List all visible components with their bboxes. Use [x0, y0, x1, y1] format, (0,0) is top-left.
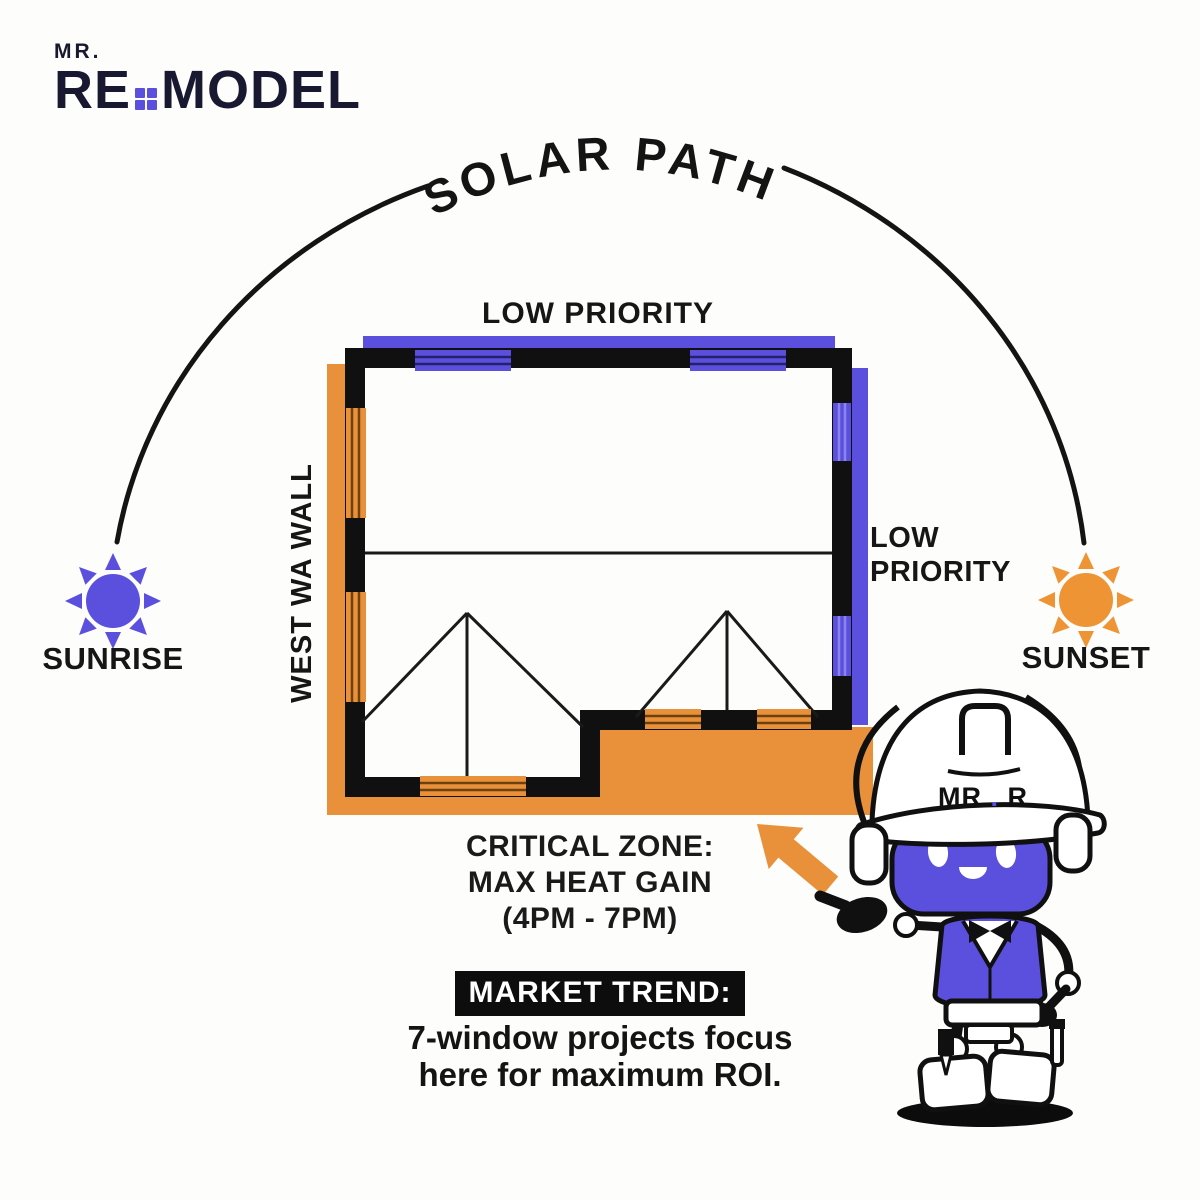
market-trend-badge: MARKET TREND: — [454, 971, 746, 1016]
hat-label-r: R — [1008, 782, 1029, 812]
drill-tool-icon — [938, 1029, 954, 1076]
critical-zone-line2: MAX HEAT GAIN — [467, 866, 713, 899]
mascot-boot-right — [985, 1048, 1057, 1108]
brand-name-right: MODEL — [161, 60, 362, 120]
market-trend-callout: MARKET TREND: 7-window projects focus he… — [300, 971, 900, 1093]
hat-label-dot: . — [990, 782, 999, 812]
north-window-1 — [415, 350, 511, 371]
floor-plan-walls — [345, 348, 852, 797]
hard-hat-vent — [959, 703, 1011, 755]
headphone-band-left — [853, 704, 900, 829]
brand-name-left: RE — [54, 60, 132, 120]
market-trend-body-line2: here for maximum ROI. — [418, 1056, 782, 1093]
west-window-2 — [346, 592, 366, 702]
screwdriver-tool-icon — [1049, 1019, 1065, 1067]
south-window-right-1 — [645, 709, 701, 729]
page-title: SOLAR PATH — [415, 126, 780, 225]
mascot-smile — [959, 867, 987, 879]
mascot-belt-pouch — [964, 1023, 1014, 1044]
critical-zone-line3: (4PM - 7PM) — [502, 902, 678, 935]
east-glazing-strip — [852, 368, 868, 725]
label-east-priority-line1: LOW — [870, 522, 940, 554]
mascot-robot: MR . R — [814, 688, 1107, 1127]
market-trend-body-line1: 7-window projects focus — [407, 1019, 793, 1056]
logo-window-icon — [135, 88, 158, 111]
label-east-priority: LOW PRIORITY — [870, 521, 1011, 589]
south-window-left — [420, 776, 526, 796]
mascot-fist-left — [836, 896, 888, 934]
label-north-priority: LOW PRIORITY — [482, 297, 714, 330]
label-sunset: SUNSET — [1021, 640, 1151, 675]
earmuff-left — [849, 822, 889, 886]
mascot-hard-hat — [869, 688, 1091, 824]
gable-symbol-left — [360, 611, 585, 777]
brand-prefix: MR. — [54, 40, 102, 63]
east-window-1 — [833, 403, 851, 461]
hat-label-mr: MR — [938, 782, 982, 812]
critical-zone-arrow-icon — [757, 824, 839, 895]
sunset-sun-icon — [1038, 552, 1134, 648]
mascot-bowtie-icon — [969, 920, 1011, 943]
gable-symbol-right — [634, 610, 820, 718]
south-window-right-2 — [757, 709, 811, 729]
brand-name: RE MODEL — [54, 60, 362, 120]
mascot-boot-left — [917, 1053, 991, 1113]
brand-logo: MR. RE MODEL — [54, 40, 362, 120]
north-window-2 — [690, 350, 786, 371]
hard-hat-ridge — [947, 767, 1021, 777]
east-window-2 — [833, 616, 851, 676]
hat-label: MR . R — [938, 782, 1028, 812]
mascot-cuff-left — [893, 912, 919, 938]
market-trend-body: 7-window projects focus here for maximum… — [407, 1019, 792, 1093]
mascot-pointing-finger — [814, 890, 852, 912]
label-east-priority-line2: PRIORITY — [870, 556, 1011, 588]
mascot-tool-belt — [943, 998, 1045, 1028]
heat-zone-overlay — [327, 364, 873, 815]
critical-zone-area — [600, 727, 873, 802]
critical-zone-line1: CRITICAL ZONE: — [465, 830, 715, 863]
earmuff-right — [1053, 812, 1093, 874]
west-window-1 — [346, 408, 366, 518]
sunrise-sun-icon — [65, 553, 161, 649]
label-sunrise: SUNRISE — [42, 641, 184, 676]
critical-zone-callout: CRITICAL ZONE: MAX HEAT GAIN (4PM - 7PM) — [390, 829, 790, 937]
page-title-text: SOLAR PATH — [415, 126, 785, 225]
solar-arc-right — [781, 165, 1087, 546]
label-west-wall: WEST WA WALL — [286, 463, 318, 703]
solar-arc-left — [114, 183, 431, 545]
